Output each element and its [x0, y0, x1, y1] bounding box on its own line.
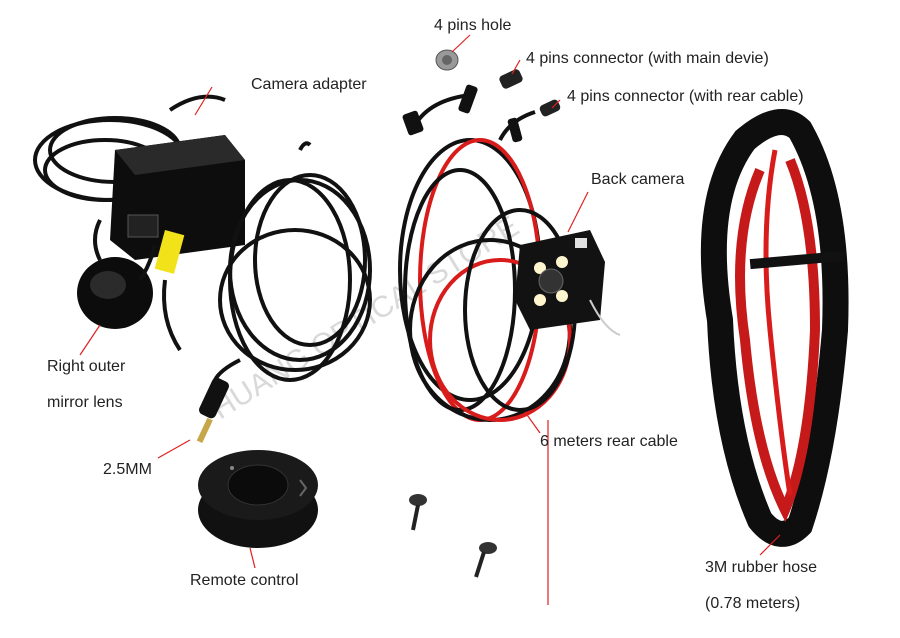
- leader-back-camera: [567, 191, 589, 233]
- label-hose: 3M rubber hose: [705, 559, 818, 576]
- leader-connector-main: [511, 59, 521, 75]
- label-rear-cable: 6 meters rear cable: [540, 433, 678, 450]
- leader-connector-rear: [551, 99, 561, 109]
- rubber-hose-icon: [700, 109, 849, 547]
- camera-adapter-box-icon: [110, 135, 245, 352]
- label-pins-hole: 4 pins hole: [434, 17, 512, 34]
- screw-icons: [409, 494, 497, 578]
- label-hose-length: (0.78 meters): [705, 595, 801, 612]
- label-back-camera: Back camera: [591, 171, 685, 188]
- label-camera-adapter: Camera adapter: [251, 76, 367, 93]
- label-right-outer: Right outer: [47, 358, 126, 375]
- label-plug-size: 2.5MM: [103, 461, 152, 478]
- label-connector-main: 4 pins connector (with main devie): [526, 50, 769, 67]
- label-connector-rear: 4 pins connector (with rear cable): [567, 88, 804, 105]
- leader-hose: [759, 534, 781, 556]
- leader-plug: [157, 439, 191, 459]
- remote-control-icon: [198, 450, 318, 548]
- leader-pins-hole: [451, 34, 471, 53]
- leader-mirror-lens: [79, 324, 101, 356]
- rear-cable-bundle-icon: [398, 93, 577, 422]
- pin-connector-icons: [402, 49, 561, 143]
- leader-camera-adapter: [194, 86, 213, 116]
- leader-remote: [249, 547, 256, 569]
- label-remote-control: Remote control: [190, 572, 299, 589]
- label-mirror-lens: mirror lens: [47, 394, 123, 411]
- back-camera-icon: [515, 230, 621, 336]
- mirror-lens-icon: [77, 244, 157, 329]
- plug-2-5mm-icon: [196, 377, 229, 444]
- leader-rear-cable: [524, 411, 541, 434]
